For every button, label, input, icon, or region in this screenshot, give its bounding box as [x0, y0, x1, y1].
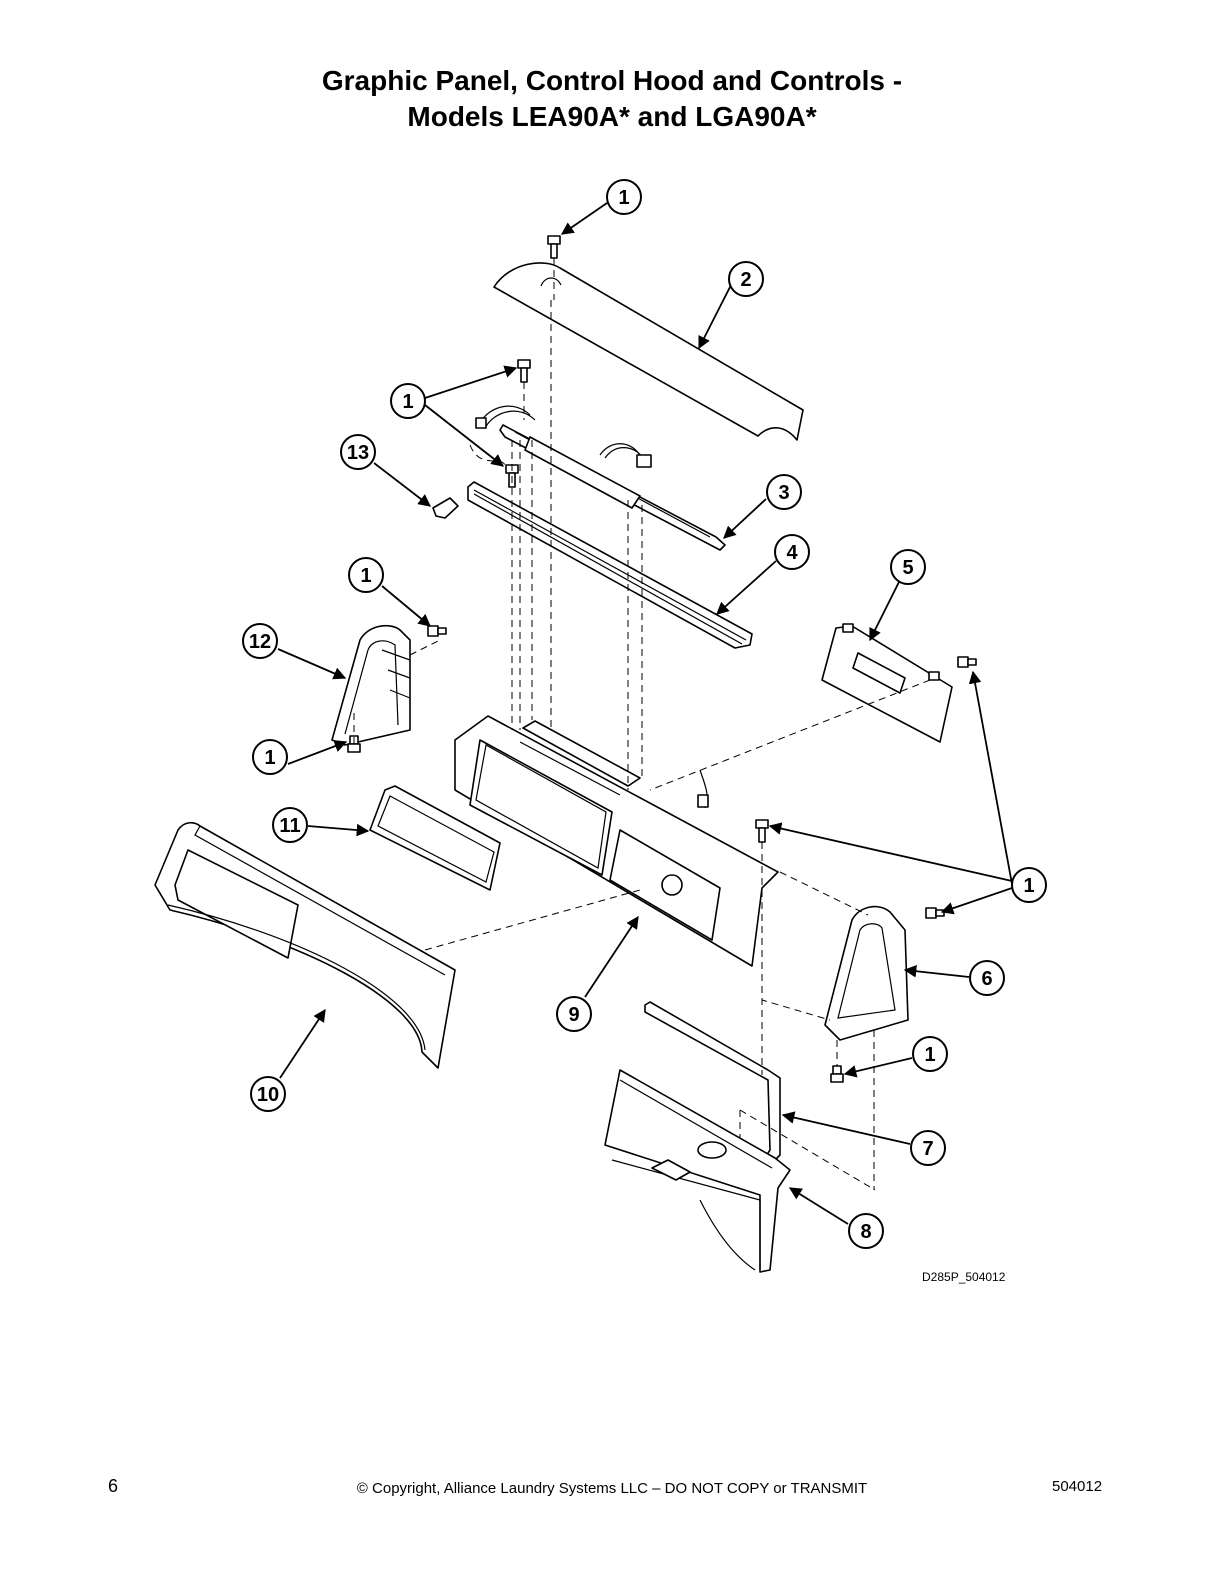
page-number: 6 [108, 1476, 119, 1496]
svg-text:2: 2 [740, 269, 751, 291]
control-board [821, 623, 953, 743]
screw-icon [755, 819, 769, 843]
screw-icon [427, 625, 447, 637]
callout-3: 3 [766, 474, 802, 510]
screw-icon [925, 907, 945, 919]
document-number: 504012 [1052, 1478, 1103, 1495]
wire-harness-bracket [475, 405, 726, 551]
callout-11: 11 [272, 807, 308, 843]
svg-text:1: 1 [1023, 875, 1034, 897]
svg-text:3: 3 [778, 482, 789, 504]
screw-icon [957, 656, 977, 668]
svg-text:5: 5 [902, 557, 913, 579]
svg-text:10: 10 [257, 1084, 279, 1106]
svg-text:1: 1 [264, 747, 275, 769]
screw-icon [547, 235, 561, 259]
graphic-panel [154, 821, 456, 1069]
clip-part [432, 497, 459, 519]
copyright-notice: © Copyright, Alliance Laundry Systems LL… [356, 1480, 868, 1497]
callout-1-left-cap: 1 [348, 557, 384, 593]
callout-13: 13 [340, 434, 376, 470]
display-window [369, 785, 501, 891]
callout-6: 6 [969, 960, 1005, 996]
svg-text:1: 1 [402, 391, 413, 413]
svg-text:12: 12 [249, 631, 271, 653]
leader-lines [277, 202, 1013, 1225]
callout-8: 8 [848, 1213, 884, 1249]
svg-text:8: 8 [860, 1221, 871, 1243]
callout-4: 4 [774, 534, 810, 570]
svg-text:13: 13 [347, 442, 369, 464]
callout-1-top: 1 [606, 179, 642, 215]
svg-text:1: 1 [924, 1044, 935, 1066]
right-end-cap [824, 905, 909, 1041]
callout-1-harness: 1 [390, 383, 426, 419]
callout-9: 9 [556, 996, 592, 1032]
drawing-code: D285P_504012 [922, 1270, 1006, 1284]
svg-text:6: 6 [981, 968, 992, 990]
screw-icon [517, 359, 531, 383]
graphic-strip [467, 481, 753, 649]
page-title-line2: Models LEA90A* and LGA90A* [407, 101, 817, 132]
svg-text:11: 11 [279, 815, 300, 837]
callout-1-right: 1 [1011, 867, 1047, 903]
svg-text:4: 4 [786, 542, 798, 564]
console-panel [454, 715, 779, 967]
callout-1-left-bottom: 1 [252, 739, 288, 775]
svg-text:7: 7 [922, 1138, 933, 1160]
svg-text:1: 1 [360, 565, 371, 587]
callout-10: 10 [250, 1076, 286, 1112]
svg-text:1: 1 [618, 187, 629, 209]
control-hood-cover [493, 262, 804, 441]
svg-text:9: 9 [568, 1004, 579, 1026]
screw-icon [830, 1065, 844, 1083]
callout-1-right-bottom: 1 [912, 1036, 948, 1072]
page-title-line1: Graphic Panel, Control Hood and Controls… [321, 65, 903, 96]
cabinet-top [604, 1069, 791, 1273]
callout-7: 7 [910, 1130, 946, 1166]
left-end-cap [331, 624, 411, 746]
callout-2: 2 [728, 261, 764, 297]
callout-12: 12 [242, 623, 278, 659]
callout-5: 5 [890, 549, 926, 585]
